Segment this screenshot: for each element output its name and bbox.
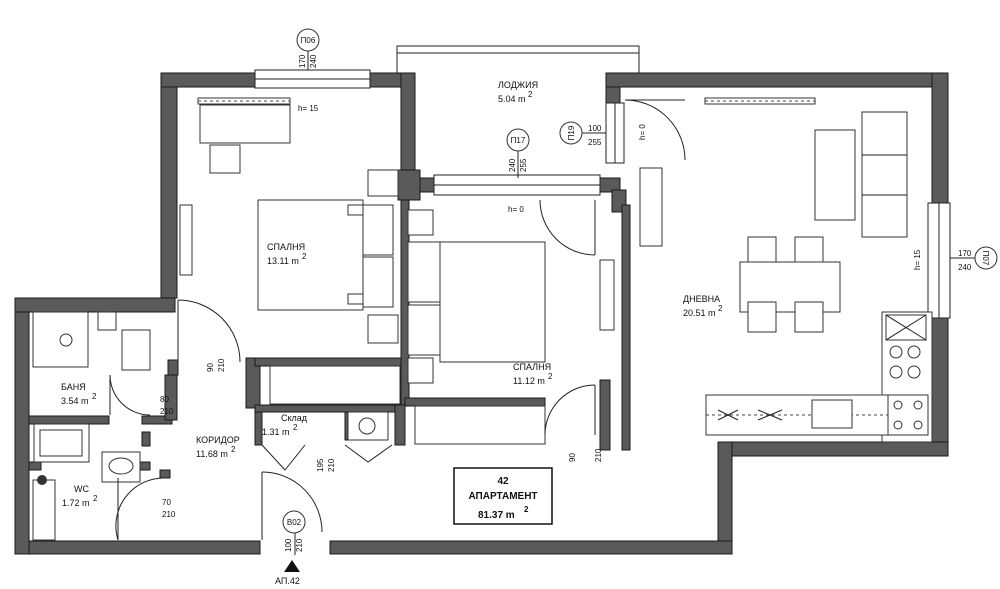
dimension-lines — [294, 50, 975, 555]
bedroom1-area: 13.11 m — [267, 256, 299, 266]
loggia-area-sup: 2 — [528, 90, 533, 99]
p06-height: 240 — [309, 54, 318, 68]
door-storage-width: 195 — [316, 458, 325, 472]
door-bedroom1-width: 90 — [206, 363, 215, 372]
room-labels: СПАЛНЯ 13.11 m 2 СПАЛНЯ 11.12 m 2 ДНЕВНА… — [61, 80, 723, 508]
p19-height: 255 — [588, 138, 602, 147]
bath-name: БАНЯ — [61, 382, 86, 392]
p17-width: 240 — [508, 158, 517, 172]
p07-width: 170 — [958, 249, 972, 258]
door-wc-height: 210 — [162, 510, 176, 519]
p06-sill: h= 15 — [298, 104, 319, 113]
entry-arrow-icon — [284, 560, 300, 572]
door-bedroom2-height: 210 — [594, 448, 603, 462]
door-bedroom1-height: 210 — [217, 358, 226, 372]
doors — [109, 99, 686, 541]
bedroom2-area-sup: 2 — [548, 372, 553, 381]
corridor-name: КОРИДОР — [196, 435, 240, 445]
storage-area: 1.31 m — [262, 427, 290, 437]
door-bath-width: 80 — [160, 395, 169, 404]
door-bedroom2-width: 90 — [568, 453, 577, 462]
apartment-label: АПАРТАМЕНТ — [468, 491, 537, 502]
tag-entry: АП.42 — [275, 576, 300, 586]
p06-width: 170 — [298, 54, 307, 68]
tag-p17: П17 — [511, 136, 526, 145]
p19-width: 100 — [588, 124, 602, 133]
living-furniture — [639, 111, 933, 443]
loggia-name: ЛОДЖИЯ — [498, 80, 538, 90]
living-area: 20.51 m — [683, 308, 716, 318]
bath-area-sup: 2 — [92, 392, 97, 401]
dimension-labels: 170 240 h= 15 240 255 h= 0 100 255 h= 0 … — [160, 54, 972, 552]
loggia-area: 5.04 m — [498, 94, 526, 104]
bedroom2-name: СПАЛНЯ — [513, 362, 551, 372]
bedroom1-furniture — [179, 104, 399, 344]
interior-walls — [28, 169, 631, 479]
wc-name: WC — [74, 484, 89, 494]
loggia-railing — [396, 45, 640, 196]
bathroom-fixtures — [32, 311, 389, 541]
tag-p19: П19 — [567, 125, 576, 140]
p17-height: 255 — [519, 158, 528, 172]
bedroom2-furniture — [269, 209, 615, 445]
living-area-sup: 2 — [718, 304, 723, 313]
opening-tags: П06 П17 П19 П07 В02 АП.42 — [275, 28, 998, 586]
apartment-summary: 42 АПАРТАМЕНТ 81.37 m 2 — [453, 467, 553, 525]
apartment-area-sup: 2 — [524, 505, 529, 514]
tag-p06: П06 — [301, 36, 316, 45]
p19-sill: h= 0 — [638, 124, 647, 140]
bedroom2-area: 11.12 m — [513, 376, 545, 386]
p17-sill: h= 0 — [508, 205, 524, 214]
apartment-area: 81.37 m — [478, 510, 515, 521]
tag-b02: В02 — [287, 518, 302, 527]
door-entry-height: 210 — [295, 538, 304, 552]
storage-area-sup: 2 — [293, 423, 298, 432]
wc-area-sup: 2 — [93, 494, 98, 503]
radiators — [197, 97, 816, 105]
windows — [254, 69, 951, 319]
tag-p07: П07 — [981, 251, 990, 266]
corridor-area: 11.68 m — [196, 449, 228, 459]
bedroom1-area-sup: 2 — [302, 252, 307, 261]
door-bath-height: 210 — [160, 407, 174, 416]
door-wc-width: 70 — [162, 498, 171, 507]
bath-area: 3.54 m — [61, 396, 89, 406]
bedroom1-name: СПАЛНЯ — [267, 242, 305, 252]
storage-name: Склад — [281, 413, 308, 423]
wc-area: 1.72 m — [62, 498, 90, 508]
corridor-area-sup: 2 — [231, 445, 236, 454]
door-entry-width: 100 — [284, 538, 293, 552]
apartment-number: 42 — [497, 476, 509, 487]
p07-sill: h= 15 — [913, 249, 922, 270]
p07-height: 240 — [958, 263, 972, 272]
living-name: ДНЕВНА — [683, 294, 720, 304]
door-storage-height: 210 — [327, 458, 336, 472]
